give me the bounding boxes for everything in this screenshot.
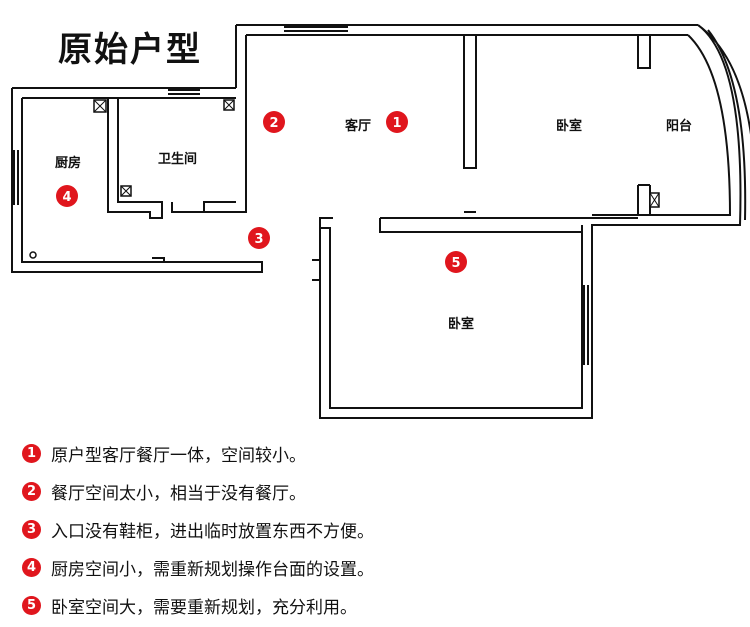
label-bathroom: 卫生间 xyxy=(158,151,197,167)
window-bath xyxy=(168,89,200,95)
marker-3: 3 xyxy=(248,227,270,249)
wall-main-inner xyxy=(203,34,732,409)
marker-4: 4 xyxy=(56,185,78,207)
wall-bath xyxy=(107,98,204,219)
label-balcony: 阳台 xyxy=(666,118,692,134)
note-badge: 2 xyxy=(22,481,41,501)
wall-bedroom-top xyxy=(379,217,638,233)
note-badge: 5 xyxy=(22,595,41,615)
balcony-arc xyxy=(697,24,750,221)
label-living: 客厅 xyxy=(345,118,371,134)
fixture-5 xyxy=(29,251,37,259)
floor-plan: 客厅 卧室 阳台 厨房 卫生间 卧室 1 2 3 4 5 xyxy=(11,24,750,419)
note-badge: 3 xyxy=(22,519,41,539)
wall-partition-2 xyxy=(637,35,651,215)
note-item: 4 厨房空间小，需重新规划操作台面的设置。 xyxy=(22,548,374,586)
svg-text:2: 2 xyxy=(269,116,278,131)
label-kitchen: 厨房 xyxy=(55,155,81,171)
note-badge: 1 xyxy=(22,443,41,463)
notes-list: 1 原户型客厅餐厅一体，空间较小。 2 餐厅空间太小，相当于没有餐厅。 3 入口… xyxy=(22,434,374,624)
note-badge: 4 xyxy=(22,557,41,577)
label-bedroom-bottom: 卧室 xyxy=(448,316,474,332)
wall-partition-1 xyxy=(463,35,477,169)
marker-5: 5 xyxy=(445,251,467,273)
note-text: 卧室空间大，需要重新规划，充分利用。 xyxy=(51,597,357,618)
window-kitchen xyxy=(13,150,19,205)
window-bedroom xyxy=(583,285,589,365)
marker-2: 2 xyxy=(263,111,285,133)
wall-left-outer xyxy=(11,87,263,273)
door-stub-kitchen xyxy=(152,257,165,263)
note-text: 厨房空间小，需重新规划操作台面的设置。 xyxy=(51,559,374,580)
note-item: 2 餐厅空间太小，相当于没有餐厅。 xyxy=(22,472,374,510)
svg-text:1: 1 xyxy=(392,116,401,131)
note-item: 1 原户型客厅餐厅一体，空间较小。 xyxy=(22,434,374,472)
svg-text:5: 5 xyxy=(451,256,460,271)
note-item: 5 卧室空间大，需要重新规划，充分利用。 xyxy=(22,586,374,624)
page-title: 原始户型 xyxy=(58,30,202,70)
wall-main-outer xyxy=(235,24,742,419)
door-stub-2 xyxy=(312,259,321,281)
marker-1: 1 xyxy=(386,111,408,133)
note-item: 3 入口没有鞋柜，进出临时放置东西不方便。 xyxy=(22,510,374,548)
svg-text:4: 4 xyxy=(62,190,71,205)
window-living xyxy=(284,26,348,32)
note-text: 入口没有鞋柜，进出临时放置东西不方便。 xyxy=(51,521,374,542)
svg-text:3: 3 xyxy=(254,232,263,247)
note-text: 餐厅空间太小，相当于没有餐厅。 xyxy=(51,483,306,504)
label-bedroom-top: 卧室 xyxy=(556,118,582,134)
note-text: 原户型客厅餐厅一体，空间较小。 xyxy=(51,445,306,466)
